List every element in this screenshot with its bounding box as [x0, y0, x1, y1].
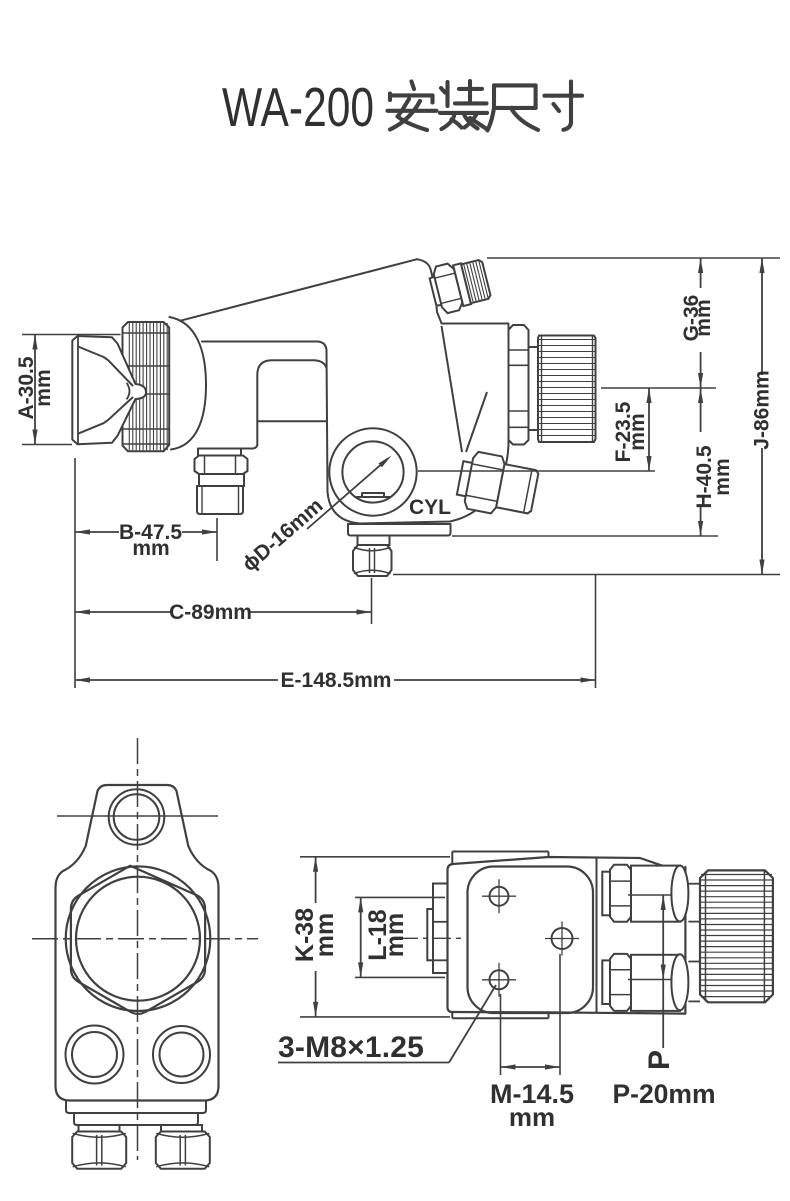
svg-text:K-38: K-38 [291, 908, 319, 962]
svg-text:CYL: CYL [409, 496, 451, 519]
svg-text:mm: mm [32, 369, 55, 406]
svg-text:C-89mm: C-89mm [169, 601, 252, 624]
svg-text:mm: mm [132, 537, 169, 560]
svg-text:E-148.5mm: E-148.5mm [281, 669, 392, 692]
svg-text:P: P [643, 1050, 676, 1070]
svg-text:mm: mm [509, 1102, 555, 1132]
svg-text:mm: mm [692, 299, 715, 336]
svg-text:P-20mm: P-20mm [612, 1079, 715, 1109]
svg-text:M-14.5: M-14.5 [490, 1079, 574, 1109]
svg-text:L-18: L-18 [364, 909, 392, 961]
svg-text:mm: mm [711, 458, 734, 495]
svg-text:F-23.5: F-23.5 [612, 401, 635, 462]
svg-text:A-30.5: A-30.5 [15, 356, 38, 419]
svg-text:WA-200: WA-200 [222, 76, 374, 138]
svg-text:H-40.5: H-40.5 [693, 445, 716, 508]
svg-text:mm: mm [381, 913, 409, 957]
svg-text:mm: mm [626, 413, 649, 450]
svg-text:3-M8×1.25: 3-M8×1.25 [278, 1031, 424, 1064]
svg-text:B-47.5: B-47.5 [119, 521, 182, 544]
svg-text:G-36: G-36 [680, 295, 703, 342]
svg-text:J-86mm: J-86mm [751, 370, 774, 449]
svg-text:mm: mm [311, 913, 339, 957]
